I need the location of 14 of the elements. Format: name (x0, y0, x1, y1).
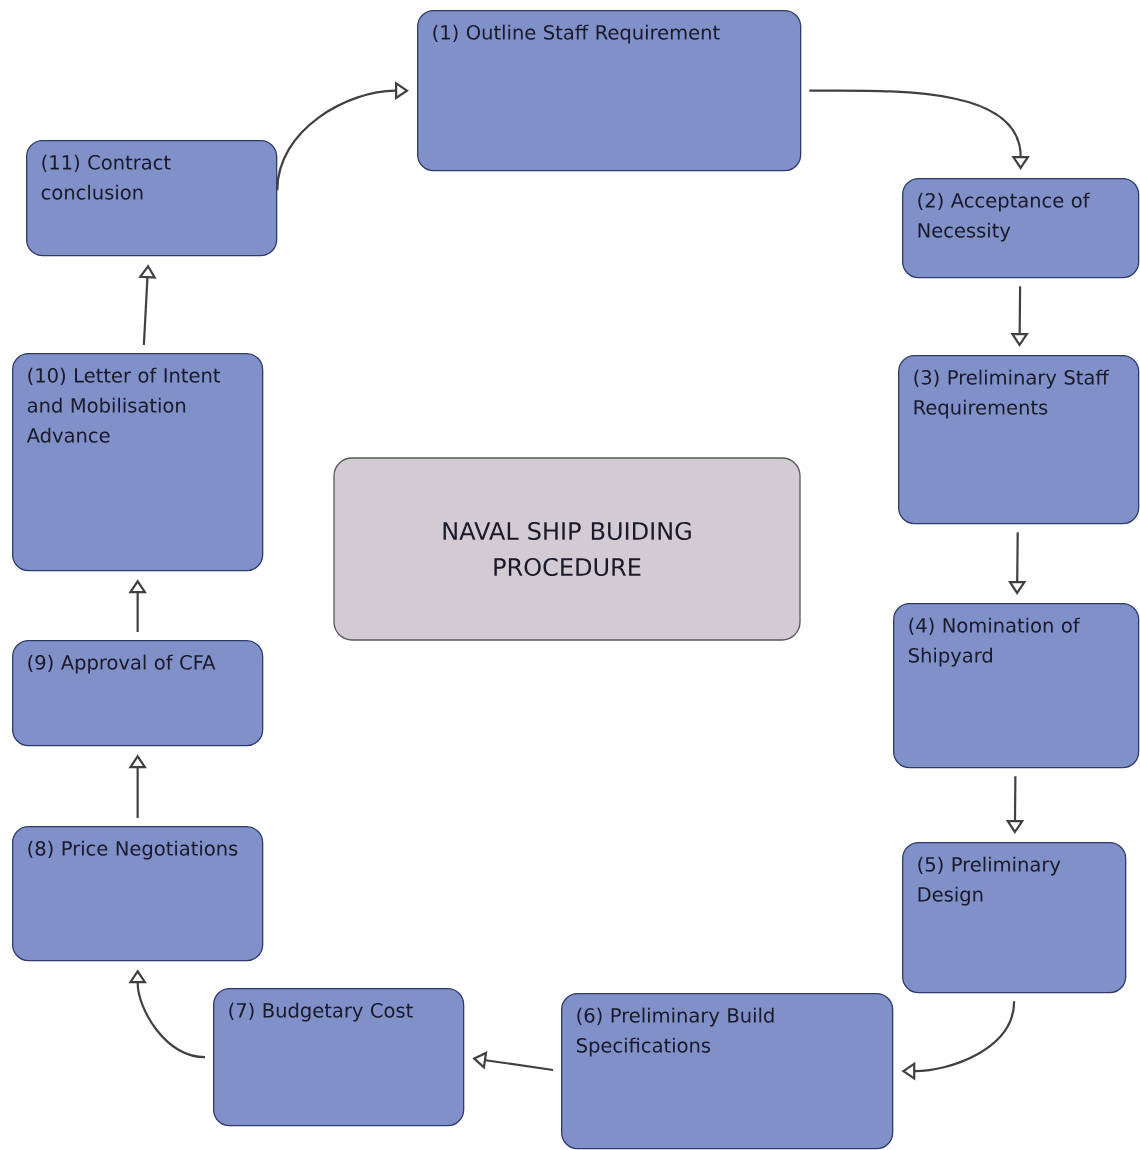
process-box: (11) Contract conclusion (26, 140, 278, 257)
title-box: NAVAL SHIP BUIDING PROCEDURE (333, 457, 801, 641)
process-box: (3) Preliminary Staff Requirements (898, 355, 1140, 525)
process-box: (1) Outline Staff Requirement (417, 10, 802, 172)
process-box: (7) Budgetary Cost (213, 988, 465, 1127)
arrow (809, 89, 1030, 170)
process-box: (8) Price Negotiations (12, 826, 264, 962)
process-box: (10) Letter of Intent and Mobilisation Advance (12, 353, 264, 572)
process-box: (2) Acceptance of Necessity (902, 178, 1140, 279)
process-box: (4) Nomination of Shipyard (893, 603, 1140, 769)
process-box: (5) Preliminary Design (902, 842, 1127, 994)
process-box: (6) Preliminary Build Specifications (561, 993, 894, 1150)
arrow (276, 81, 409, 191)
process-box: (9) Approval of CFA (12, 640, 264, 747)
